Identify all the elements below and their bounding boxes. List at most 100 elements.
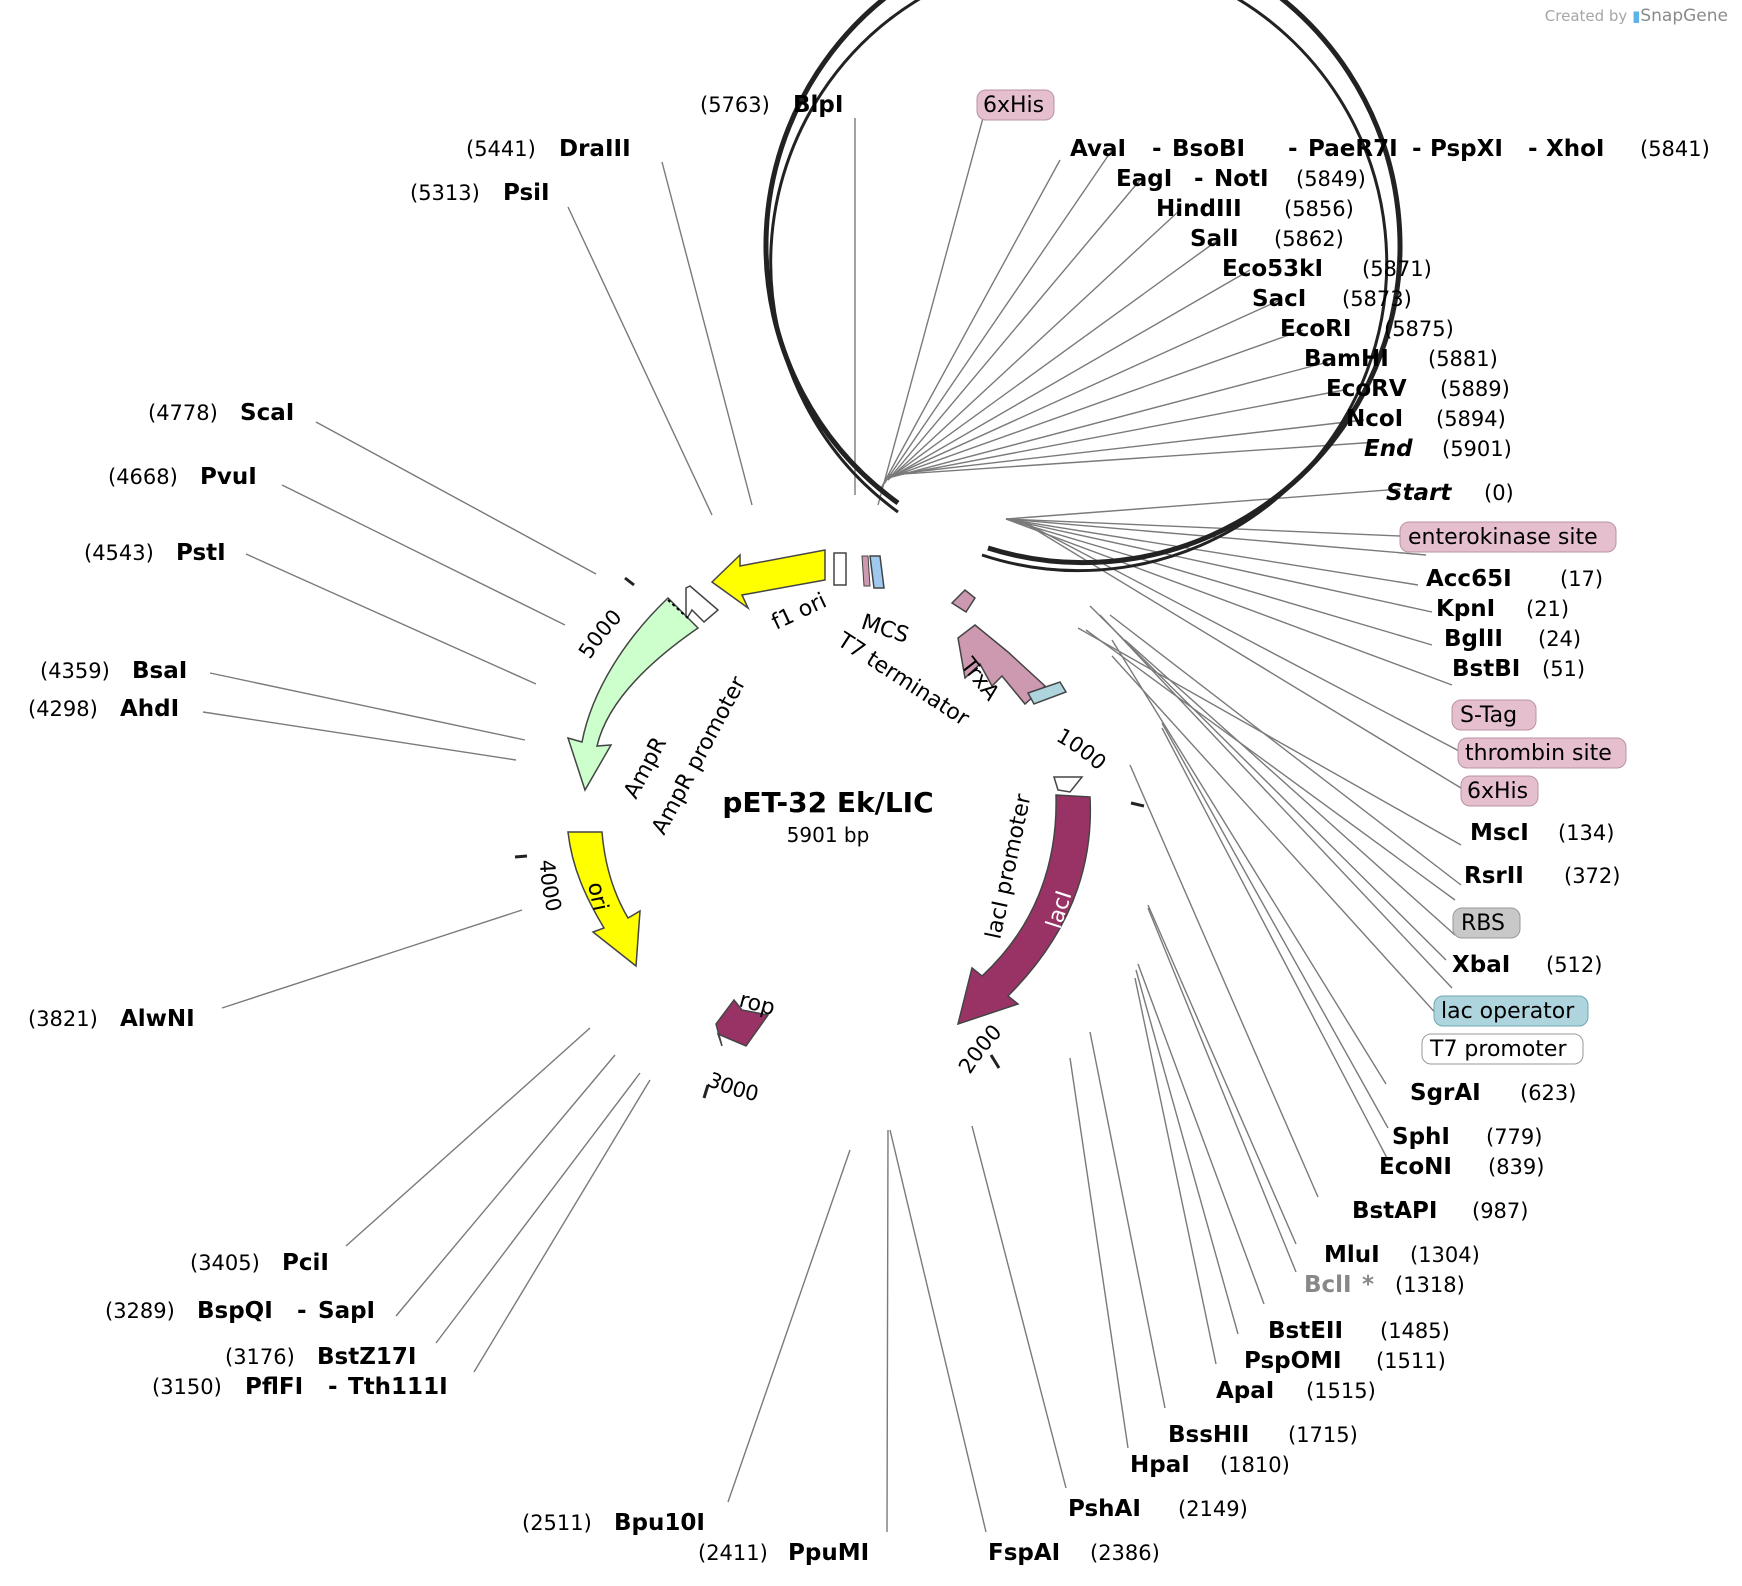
site-eagi-noti: EagI-NotI(5849) bbox=[1116, 166, 1366, 192]
svg-text:AvaI: AvaI bbox=[1070, 136, 1126, 162]
site-bspqi-sapi: (3289)BspQI-SapI bbox=[105, 1298, 375, 1324]
site-mlui: MluI(1304) bbox=[1324, 1242, 1480, 1268]
site-apai: ApaI(1515) bbox=[1216, 1378, 1376, 1404]
tag-his-top: 6xHis bbox=[976, 89, 1055, 121]
trxa-arrow bbox=[957, 624, 1047, 706]
site-pspomi: PspOMI(1511) bbox=[1244, 1348, 1446, 1374]
watermark-brand: SnapGene bbox=[1640, 6, 1728, 26]
svg-text:(3821): (3821) bbox=[28, 1007, 98, 1031]
site-ncoi: NcoI(5894) bbox=[1346, 406, 1506, 432]
laci-promoter-arrow bbox=[1052, 776, 1084, 793]
svg-text:SphI: SphI bbox=[1392, 1124, 1450, 1150]
svg-text:-: - bbox=[328, 1374, 338, 1400]
svg-text:lac operator: lac operator bbox=[1441, 999, 1575, 1024]
site-sphi: SphI(779) bbox=[1392, 1124, 1542, 1150]
snapgene-logo-icon: ▮ bbox=[1632, 7, 1641, 25]
svg-text:(3176): (3176) bbox=[225, 1345, 295, 1369]
svg-text:HpaI: HpaI bbox=[1130, 1452, 1190, 1478]
svg-text:PciI: PciI bbox=[282, 1250, 329, 1276]
site-bstz17i: (3176)BstZ17I bbox=[225, 1344, 416, 1370]
site-bpu10i: (2511)Bpu10I bbox=[522, 1510, 705, 1536]
svg-text:(4778): (4778) bbox=[148, 401, 218, 425]
svg-text:ScaI: ScaI bbox=[240, 400, 294, 426]
site-bsteii: BstEII(1485) bbox=[1268, 1318, 1450, 1344]
svg-text:MscI: MscI bbox=[1470, 820, 1529, 846]
svg-text:DraIII: DraIII bbox=[559, 136, 631, 162]
svg-text:(5313): (5313) bbox=[410, 181, 480, 205]
svg-text:BglII: BglII bbox=[1444, 626, 1503, 652]
svg-text:(51): (51) bbox=[1542, 657, 1585, 681]
svg-text:End: End bbox=[1364, 436, 1413, 462]
site-start: Start (0) bbox=[1386, 480, 1514, 506]
site-fspai: FspAI(2386) bbox=[988, 1540, 1160, 1566]
svg-text:(3150): (3150) bbox=[152, 1375, 222, 1399]
svg-text:(5873): (5873) bbox=[1342, 287, 1412, 311]
svg-text:(512): (512) bbox=[1546, 953, 1602, 977]
site-ecorv: EcoRV(5889) bbox=[1326, 376, 1510, 402]
svg-text:SalI: SalI bbox=[1190, 226, 1239, 252]
tick-2000: 2000 bbox=[954, 1020, 1007, 1078]
svg-text:(5875): (5875) bbox=[1384, 317, 1454, 341]
his-marker bbox=[1026, 681, 1068, 705]
site-psti: (4543)PstI bbox=[84, 540, 226, 566]
svg-text:BstAPI: BstAPI bbox=[1352, 1198, 1437, 1224]
tag-stag: S-Tag bbox=[1451, 699, 1537, 731]
svg-text:(5889): (5889) bbox=[1440, 377, 1510, 401]
site-bcli: BclI*(1318) bbox=[1304, 1272, 1465, 1298]
svg-text:Bpu10I: Bpu10I bbox=[614, 1510, 705, 1536]
svg-text:-: - bbox=[1194, 166, 1204, 192]
watermark-prefix: Created by bbox=[1544, 7, 1628, 25]
site-saci: SacI(5873) bbox=[1252, 286, 1412, 312]
svg-text:(1485): (1485) bbox=[1380, 1319, 1450, 1343]
svg-text:(5901): (5901) bbox=[1442, 437, 1512, 461]
svg-text:BstBI: BstBI bbox=[1452, 656, 1520, 682]
svg-text:(2411): (2411) bbox=[698, 1541, 768, 1565]
svg-text:(0): (0) bbox=[1484, 481, 1514, 505]
mcs-marker bbox=[861, 555, 871, 587]
svg-text:RBS: RBS bbox=[1461, 911, 1505, 936]
site-sgrai: SgrAI(623) bbox=[1410, 1080, 1576, 1106]
site-acc65i: Acc65I(17) bbox=[1426, 566, 1603, 592]
svg-text:PvuI: PvuI bbox=[200, 464, 257, 490]
site-ahdi: (4298)AhdI bbox=[28, 696, 179, 722]
site-eco53ki: Eco53kI(5871) bbox=[1222, 256, 1432, 282]
site-psii: (5313) PsiI bbox=[410, 180, 550, 206]
svg-text:Acc65I: Acc65I bbox=[1426, 566, 1512, 592]
site-bstapi: BstAPI (987) bbox=[1352, 1198, 1528, 1224]
svg-text:(5849): (5849) bbox=[1296, 167, 1366, 191]
site-rsrii: RsrII(372) bbox=[1464, 863, 1620, 889]
site-msci: MscI(134) bbox=[1470, 820, 1614, 846]
svg-text:(4359): (4359) bbox=[40, 659, 110, 683]
svg-text:PsiI: PsiI bbox=[503, 180, 550, 206]
svg-text:PspXI: PspXI bbox=[1430, 136, 1503, 162]
svg-text:PshAI: PshAI bbox=[1068, 1496, 1141, 1522]
site-end: End (5901) bbox=[1364, 436, 1512, 462]
site-ppumi: (2411)PpuMI bbox=[698, 1540, 869, 1566]
svg-text:(4668): (4668) bbox=[108, 465, 178, 489]
svg-text:(4298): (4298) bbox=[28, 697, 98, 721]
ampr-arrow bbox=[566, 596, 700, 792]
site-hindiii: HindIII (5856) bbox=[1156, 196, 1354, 222]
site-xbai: XbaI (512) bbox=[1452, 952, 1602, 978]
tag-enterokinase: enterokinase site bbox=[1399, 521, 1617, 553]
plasmid-name: pET-32 Ek/LIC bbox=[722, 786, 933, 819]
site-bamhi: BamHI(5881) bbox=[1304, 346, 1498, 372]
svg-text:XbaI: XbaI bbox=[1452, 952, 1510, 978]
svg-text:(1511): (1511) bbox=[1376, 1349, 1446, 1373]
svg-text:(987): (987) bbox=[1472, 1199, 1528, 1223]
svg-text:(5856): (5856) bbox=[1284, 197, 1354, 221]
small-feature-box bbox=[833, 552, 847, 586]
enzyme-labels: (5763)BlpI (5441)DraIII (5313)PsiI (4778… bbox=[28, 92, 1710, 1566]
site-blpi: (5763)BlpI bbox=[700, 92, 843, 118]
site-bglii: BglII(24) bbox=[1444, 626, 1581, 652]
site-bstbi: BstBI (51) bbox=[1452, 656, 1585, 682]
svg-text:HindIII: HindIII bbox=[1156, 196, 1242, 222]
svg-text:RsrII: RsrII bbox=[1464, 863, 1524, 889]
svg-text:Start: Start bbox=[1386, 480, 1452, 506]
svg-text:T7 promoter: T7 promoter bbox=[1429, 1037, 1567, 1062]
tag-lac-operator: lac operator bbox=[1433, 995, 1589, 1027]
svg-text:BssHII: BssHII bbox=[1168, 1422, 1249, 1448]
leader-lines bbox=[202, 117, 1462, 1533]
site-bsai: (4359)BsaI bbox=[40, 658, 187, 684]
svg-text:(2149): (2149) bbox=[1178, 1497, 1248, 1521]
